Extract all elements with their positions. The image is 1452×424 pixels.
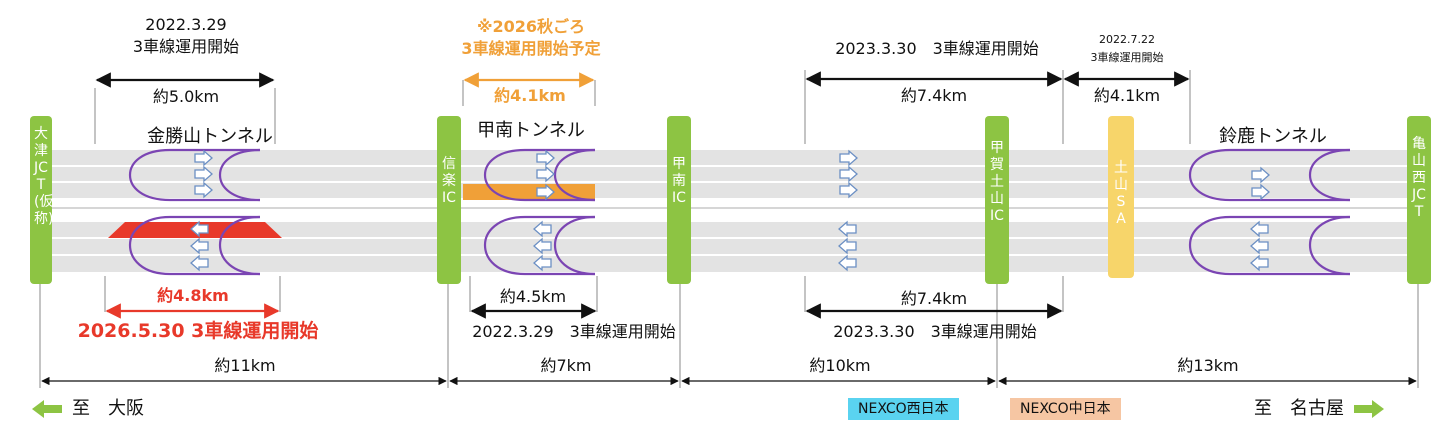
direction-osaka-label: 至 大阪 (72, 398, 144, 419)
post-label: 信楽IC (442, 156, 456, 206)
post-konan-ic: 甲南IC (667, 116, 691, 284)
post-label: 土山SA (1114, 160, 1128, 227)
segment-2-distance: 約7km (540, 356, 592, 375)
segment-4-distance: 約13km (1177, 356, 1239, 375)
t1-tunnel-name: 金勝山トンネル (147, 126, 273, 147)
t1-status: 3車線運用開始 (132, 37, 240, 56)
post-shigaraki-ic: 信楽IC (437, 116, 461, 284)
t2-distance: 約4.1km (494, 86, 566, 105)
t1-date: 2022.3.29 (145, 15, 227, 34)
arrow-left-icon (32, 400, 62, 418)
t2-note-line2: 3車線運用開始予定 (461, 39, 601, 58)
s3-down-status: 2023.3.30 3車線運用開始 (833, 322, 1037, 341)
post-label: 大津JCT(仮称) (34, 126, 54, 227)
post-tsuchiyama-sa: 土山SA (1108, 116, 1134, 278)
t3-tunnel-name: 鈴鹿トンネル (1219, 126, 1327, 147)
s3-up-status: 2023.3.30 3車線運用開始 (835, 39, 1039, 58)
post-otsu-jct: 大津JCT(仮称) (30, 116, 54, 284)
dimension-arrows (95, 71, 1190, 319)
segment-1-distance: 約11km (214, 356, 276, 375)
nexco-central-badge: NEXCO中日本 (1010, 398, 1121, 420)
s4-status: 3車線運用開始 (1090, 51, 1164, 64)
t2-down-status: 2022.3.29 3車線運用開始 (472, 322, 676, 341)
arrow-right-icon (1354, 400, 1384, 418)
direction-nagoya-label: 至 名古屋 (1254, 398, 1344, 419)
post-label: 甲南IC (672, 156, 686, 206)
s4-distance: 約4.1km (1093, 86, 1161, 105)
post-label: 亀山西JCT (1412, 136, 1426, 220)
direction-osaka: 至 大阪 (30, 398, 144, 420)
s3-up-distance: 約7.4km (900, 86, 968, 105)
t1-down-distance: 約4.8km (157, 286, 229, 305)
t2-tunnel-name: 甲南トンネル (477, 120, 585, 141)
t1-down-status: 2026.5.30 3車線運用開始 (77, 320, 319, 342)
orange-lane-section (463, 184, 595, 200)
guide-lines (39, 70, 1419, 388)
s4-date: 2022.7.22 (1099, 33, 1155, 46)
nexco-west-badge: NEXCO西日本 (848, 398, 959, 420)
t2-down-distance: 約4.5km (499, 287, 567, 306)
tunnels (128, 148, 1351, 276)
segment-3-distance: 約10km (809, 356, 871, 375)
t1-distance: 約5.0km (152, 87, 220, 106)
post-kameyama-nishi-jct: 亀山西JCT (1407, 116, 1431, 284)
s3-down-distance: 約7.4km (900, 289, 968, 308)
t2-note-line1: ※2026秋ごろ (476, 17, 586, 36)
post-label: 甲賀土山IC (990, 140, 1004, 224)
post-koka-tsuchiyama-ic: 甲賀土山IC (985, 116, 1009, 284)
upper-carriageway (40, 150, 1420, 198)
direction-nagoya: 至 名古屋 (1254, 398, 1386, 420)
